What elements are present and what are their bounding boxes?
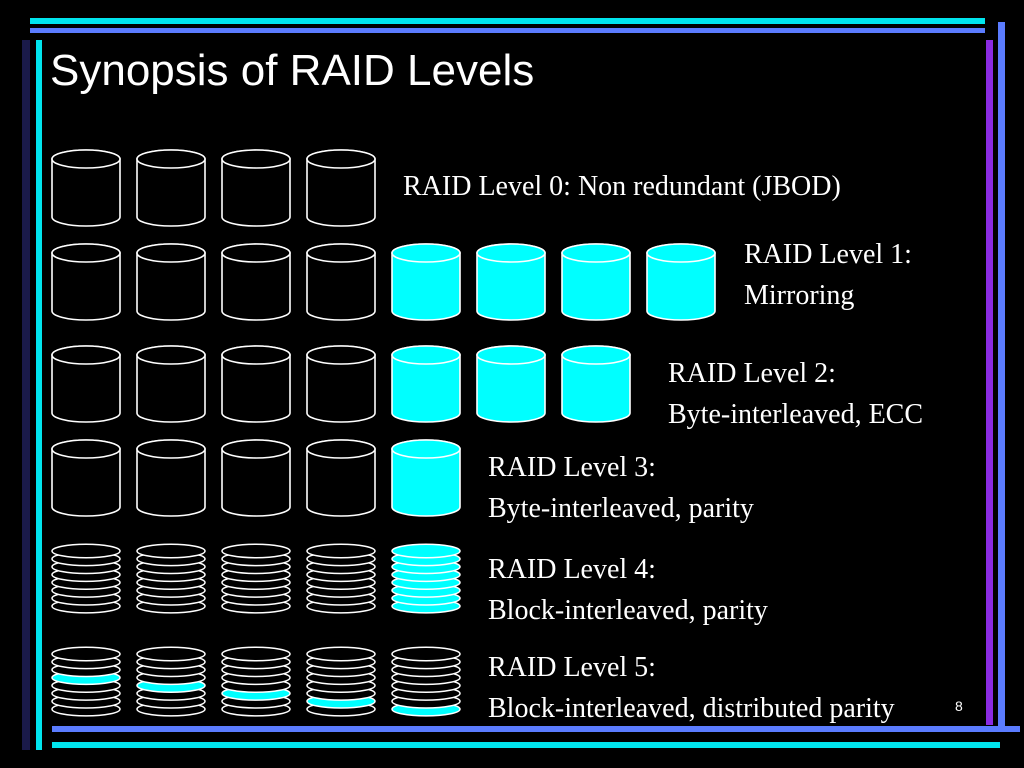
raid-level-3-line-1: RAID Level 3: (488, 452, 656, 483)
frame-left-dark-bar (22, 40, 30, 750)
raid-level-1-disk-5 (391, 243, 461, 321)
raid-level-1-disk-4 (306, 243, 376, 321)
raid-level-3-disk-5 (391, 439, 461, 517)
frame-bottom-cyan-bar (52, 742, 1000, 748)
raid-level-5-line-2: Block-interleaved, distributed parity (488, 693, 895, 724)
raid-level-1-disk-2 (136, 243, 206, 321)
frame-top-blue-bar (30, 28, 985, 33)
raid-level-5-disk-5 (391, 646, 461, 717)
raid-level-2-disk-3 (221, 345, 291, 423)
raid-level-5-disk-1 (51, 646, 121, 717)
raid-level-2-line-2: Byte-interleaved, ECC (668, 399, 924, 430)
raid-level-1-disk-1 (51, 243, 121, 321)
raid-level-1-disk-6 (476, 243, 546, 321)
slide-title: Synopsis of RAID Levels (50, 46, 535, 95)
raid-level-5-line-1: RAID Level 5: (488, 652, 656, 683)
raid-level-4-label: RAID Level 4: Block-interleaved, parity (488, 549, 768, 631)
raid-level-4-line-1: RAID Level 4: (488, 554, 656, 585)
frame-right-purple-bar (986, 40, 993, 725)
raid-level-4-disk-4 (306, 543, 376, 614)
raid-level-0-disk-2 (136, 149, 206, 227)
raid-level-4-disk-3 (221, 543, 291, 614)
frame-left-cyan-bar (36, 40, 42, 750)
raid-level-3-line-2: Byte-interleaved, parity (488, 493, 754, 524)
raid-level-1-disk-3 (221, 243, 291, 321)
raid-level-5-disk-2 (136, 646, 206, 717)
raid-level-3-disk-3 (221, 439, 291, 517)
raid-level-0-disk-1 (51, 149, 121, 227)
raid-level-4-disk-2 (136, 543, 206, 614)
raid-level-1-disk-7 (561, 243, 631, 321)
raid-level-1-label: RAID Level 1: Mirroring (744, 234, 912, 316)
raid-level-0-disk-3 (221, 149, 291, 227)
raid-level-0-label: RAID Level 0: Non redundant (JBOD) (403, 166, 841, 207)
raid-level-3-disk-1 (51, 439, 121, 517)
raid-level-2-disk-2 (136, 345, 206, 423)
raid-level-2-line-1: RAID Level 2: (668, 358, 836, 389)
raid-level-5-disk-3 (221, 646, 291, 717)
frame-right-blue-bar (998, 22, 1005, 732)
raid-level-2-disk-6 (476, 345, 546, 423)
raid-level-2-disk-4 (306, 345, 376, 423)
raid-level-4-line-2: Block-interleaved, parity (488, 595, 768, 626)
raid-level-2-disk-7 (561, 345, 631, 423)
raid-level-4-disk-1 (51, 543, 121, 614)
raid-level-1-disk-8 (646, 243, 716, 321)
raid-level-3-disk-4 (306, 439, 376, 517)
raid-level-0-line-1: RAID Level 0: Non redundant (JBOD) (403, 171, 841, 202)
raid-level-3-label: RAID Level 3: Byte-interleaved, parity (488, 447, 754, 529)
raid-level-1-line-2: Mirroring (744, 280, 855, 311)
raid-level-2-label: RAID Level 2: Byte-interleaved, ECC (668, 353, 923, 435)
raid-level-2-disk-5 (391, 345, 461, 423)
raid-level-3-disk-2 (136, 439, 206, 517)
slide-number: 8 (955, 698, 963, 714)
raid-level-4-disk-5 (391, 543, 461, 614)
frame-top-cyan-bar (30, 18, 985, 24)
frame-bottom-blue-bar (52, 726, 1020, 732)
raid-level-5-label: RAID Level 5: Block-interleaved, distrib… (488, 647, 895, 729)
raid-level-1-line-1: RAID Level 1: (744, 239, 912, 270)
raid-level-5-disk-4 (306, 646, 376, 717)
raid-level-0-disk-4 (306, 149, 376, 227)
raid-level-2-disk-1 (51, 345, 121, 423)
